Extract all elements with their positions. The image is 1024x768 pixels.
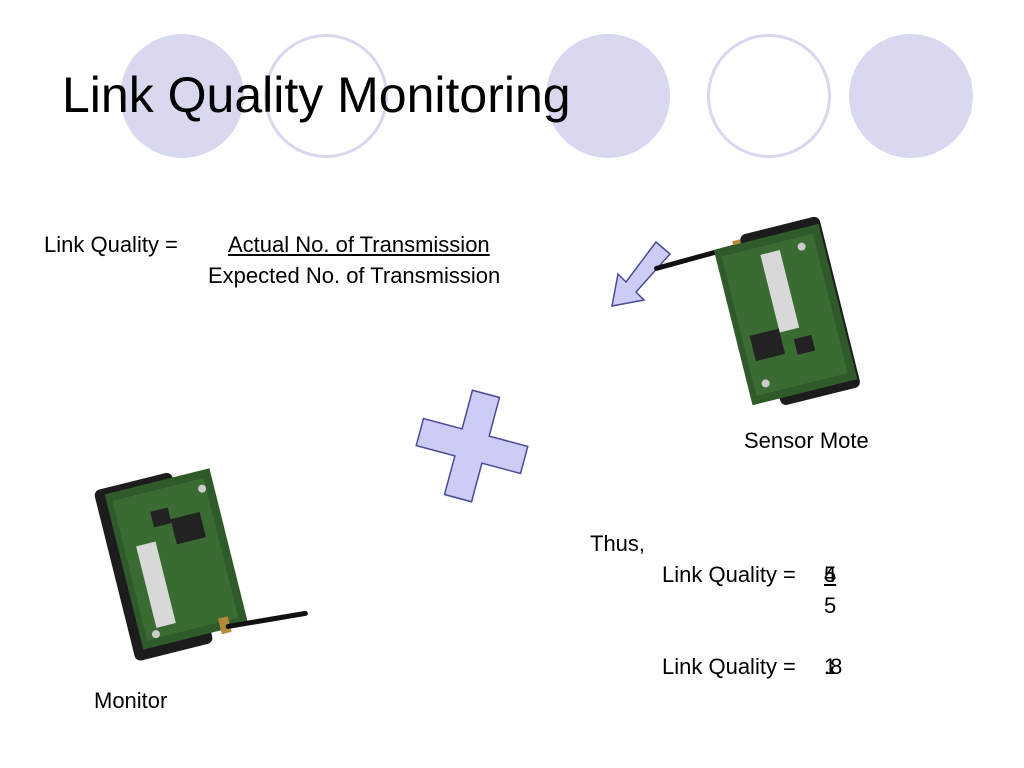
formula-denominator: Expected No. of Transmission bbox=[208, 263, 501, 288]
decor-circle-3 bbox=[546, 34, 670, 158]
thus-label: Thus, bbox=[590, 531, 646, 556]
result-line2-value: .8 bbox=[824, 654, 843, 679]
sensor-mote-device bbox=[654, 216, 860, 406]
result-line1-numerator: 4 bbox=[824, 562, 837, 587]
plus-icon bbox=[415, 389, 529, 503]
arrow-down-left-icon bbox=[611, 240, 672, 307]
monitor-device bbox=[94, 468, 308, 661]
result-line2-value-overlay: 1 bbox=[824, 654, 837, 679]
formula-numerator: Actual No. of Transmission bbox=[228, 232, 490, 257]
decor-circle-5 bbox=[849, 34, 973, 158]
decor-circle-2 bbox=[264, 34, 388, 158]
slide-title: Link Quality Monitoring bbox=[62, 67, 571, 123]
sensor-mote-label: Sensor Mote bbox=[744, 428, 869, 453]
result-line1-numerator-overlay: 5 bbox=[824, 562, 837, 587]
result-line1-denominator: 5 bbox=[824, 593, 837, 618]
result-line1-label: Link Quality = bbox=[662, 562, 796, 587]
result-line2-label: Link Quality = bbox=[662, 654, 796, 679]
decor-circle-1 bbox=[120, 34, 244, 158]
formula-label: Link Quality = bbox=[44, 232, 178, 257]
decor-circle-4 bbox=[707, 34, 831, 158]
monitor-label: Monitor bbox=[94, 688, 168, 713]
